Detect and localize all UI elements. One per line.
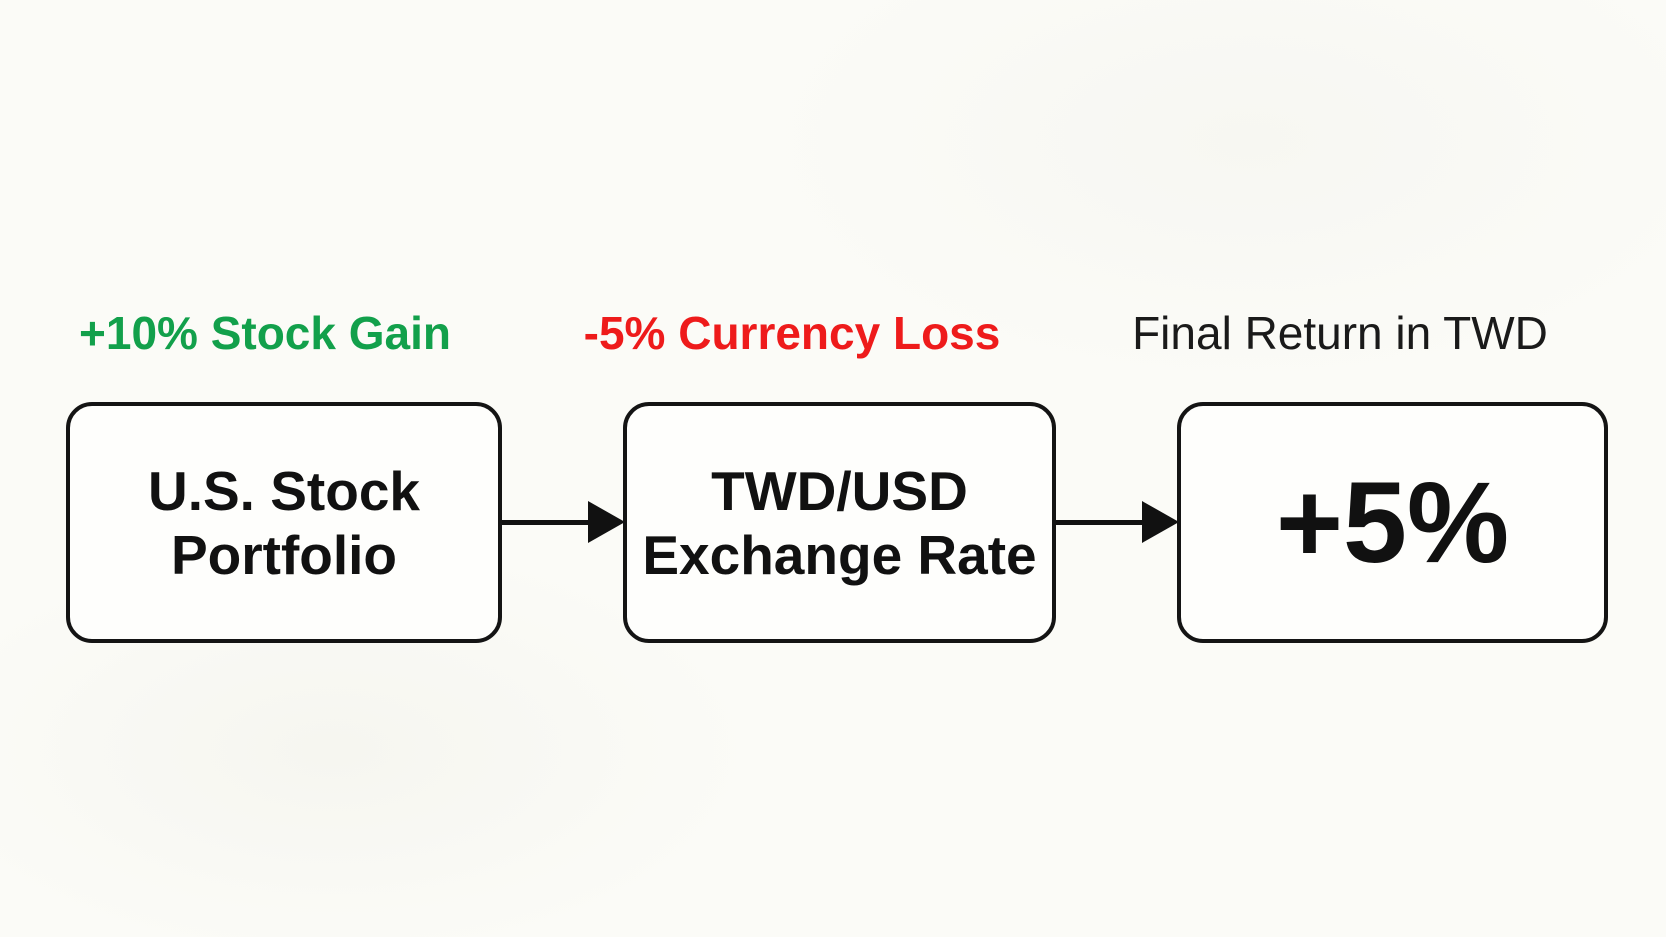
- node-twd-usd-exchange-rate: TWD/USD Exchange Rate: [623, 402, 1056, 643]
- arrow-shaft: [502, 520, 594, 525]
- node-final-return-twd: +5%: [1177, 402, 1608, 643]
- arrow-shaft: [1056, 520, 1148, 525]
- node-us-stock-portfolio: U.S. Stock Portfolio: [66, 402, 502, 643]
- node-title-line: TWD/USD: [711, 459, 968, 522]
- annotation-currency-loss: -5% Currency Loss: [583, 307, 1001, 359]
- arrow-head: [1142, 501, 1179, 543]
- annotation-final-return: Final Return in TWD: [1132, 307, 1548, 359]
- node-result-value: +5%: [1275, 458, 1510, 587]
- node-title-line: Exchange Rate: [642, 523, 1037, 586]
- arrow-head: [588, 501, 625, 543]
- node-title-line: Portfolio: [170, 523, 398, 586]
- node-title-line: U.S. Stock: [147, 459, 421, 522]
- annotation-stock-gain: +10% Stock Gain: [79, 307, 451, 359]
